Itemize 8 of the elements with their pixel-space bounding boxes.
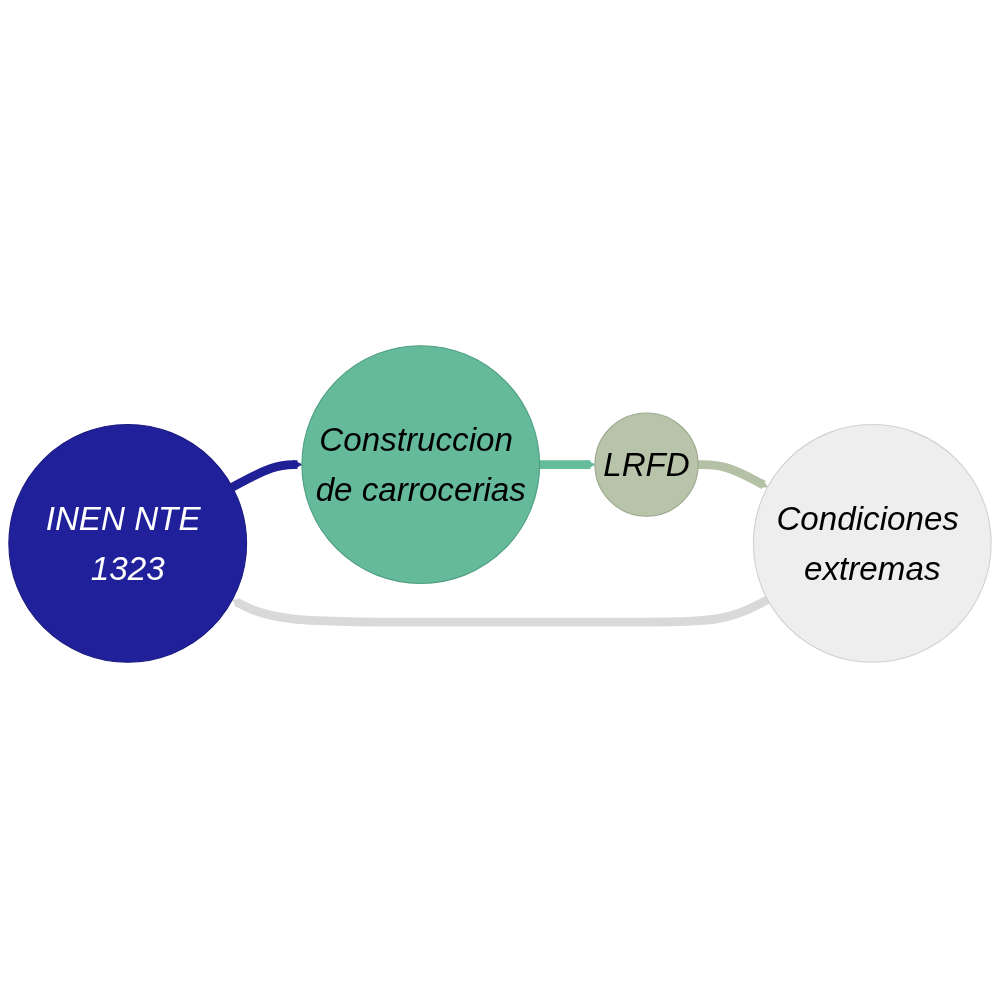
arrow [698, 459, 769, 489]
arrow [539, 459, 596, 469]
node-circle: LRFD [594, 411, 699, 517]
node-circle: INEN NTE 1323 [8, 423, 248, 663]
arrow [230, 459, 303, 491]
arrow [231, 595, 770, 627]
node-circle: Condiciones extremas [752, 423, 992, 663]
node-circle: Construccion de carrocerias [301, 344, 541, 584]
